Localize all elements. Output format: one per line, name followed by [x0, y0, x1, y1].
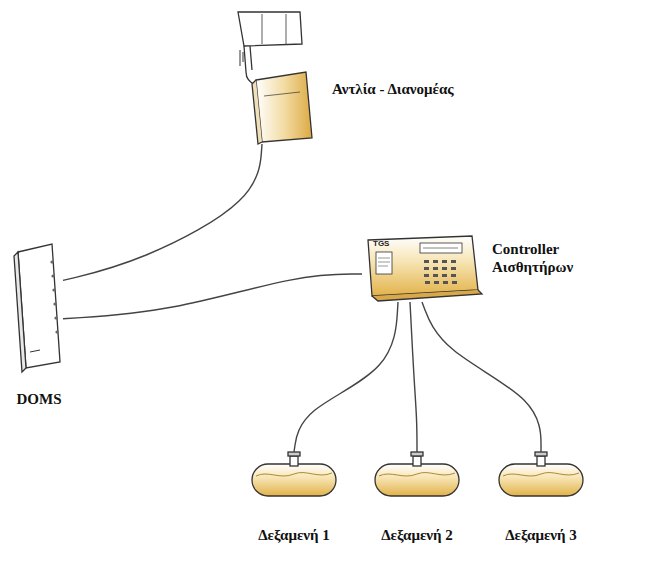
cable-line [410, 302, 417, 452]
cable-line [422, 302, 541, 452]
cable-line [294, 302, 398, 452]
tank-illustration [499, 452, 583, 496]
device-label: DOMS [17, 390, 62, 408]
device-node: DOMS [15, 242, 63, 370]
tank-illustration [375, 452, 459, 496]
tank-illustration [252, 452, 336, 496]
device-label: Controller Αισθητήρων [492, 240, 604, 276]
device-label: Αντλία - Διανομέας [332, 80, 454, 98]
device-marking: TGS [373, 239, 389, 248]
controller-illustration [368, 236, 482, 301]
device-label: Δεξαμενή 1 [258, 526, 330, 544]
device-label: Δεξαμενή 3 [505, 526, 577, 544]
doms-illustration [14, 244, 60, 372]
device-node: Αντλία - Διανομέας [234, 8, 314, 144]
pump-illustration [238, 12, 312, 144]
cable-line [63, 274, 362, 319]
cable-line [63, 144, 262, 280]
device-node: Δεξαμενή 3 [497, 452, 585, 498]
device-node: Δεξαμενή 2 [373, 452, 461, 498]
device-node: Δεξαμενή 1 [250, 452, 338, 498]
device-label: Δεξαμενή 2 [381, 526, 453, 544]
